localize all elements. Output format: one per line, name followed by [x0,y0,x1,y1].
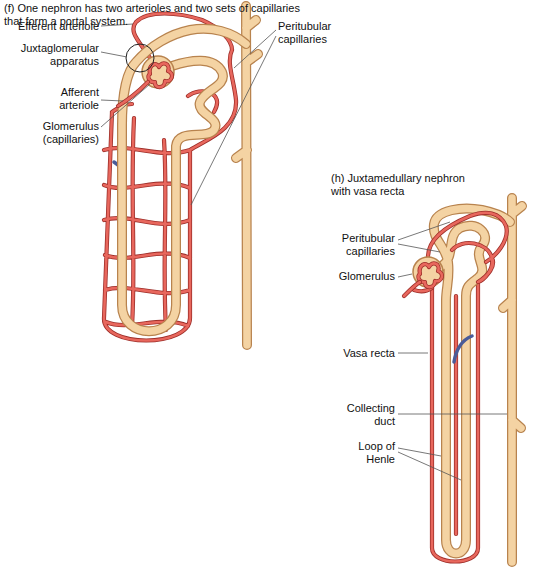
renal-tubule [434,209,510,554]
part-label: Vasa recta [343,347,395,360]
vasa-recta [432,282,478,562]
afferent-arteriole [404,282,420,296]
leader-line [191,36,276,205]
part-label: Peritubular capillaries [278,20,348,46]
part-label: Juxtaglomerular apparatus [7,42,99,68]
jga-circle [126,44,154,72]
part-label: Loop of Henle [345,440,395,466]
afferent-arteriole [118,82,148,106]
leader-line [398,414,507,415]
glomerulus [418,263,442,287]
peritubular-capillary [414,213,507,292]
leader-line [398,452,461,480]
collecting-duct [236,6,258,345]
glomerulus [148,63,172,87]
part-label: Glomerulus (capillaries) [29,120,99,146]
glomerulus [418,263,442,287]
part-label: Afferent arteriole [39,86,99,112]
glomerulus [148,63,172,87]
cortical-nephron [104,6,258,345]
afferent-arteriole [118,82,148,106]
collecting-duct [503,198,522,562]
leader-line [101,84,150,127]
renal-tubule [122,29,246,331]
leader-lines [101,24,507,480]
afferent-arteriole [404,282,420,296]
part-label: Collecting duct [335,402,395,428]
leader-line [398,244,440,252]
leader-line [398,222,450,240]
leader-line [101,52,127,57]
collecting-duct [236,6,258,345]
leader-line [101,100,123,101]
renal-tubule [434,209,510,554]
peritubular-capillary [414,213,507,292]
part-label: Glomerulus [339,270,395,283]
vasa-recta [432,282,478,562]
venule [454,336,472,362]
juxtamedullary-nephron [404,198,522,562]
renal-tubule [122,29,246,331]
leader-line [398,353,428,354]
leader-line [398,274,412,277]
part-label: Efferent arteriole [18,20,99,33]
collecting-duct [503,198,522,562]
panel-heading: (h) Juxtamedullary nephron with vasa rec… [331,172,481,198]
part-label: Peritubular capillaries [325,232,395,258]
